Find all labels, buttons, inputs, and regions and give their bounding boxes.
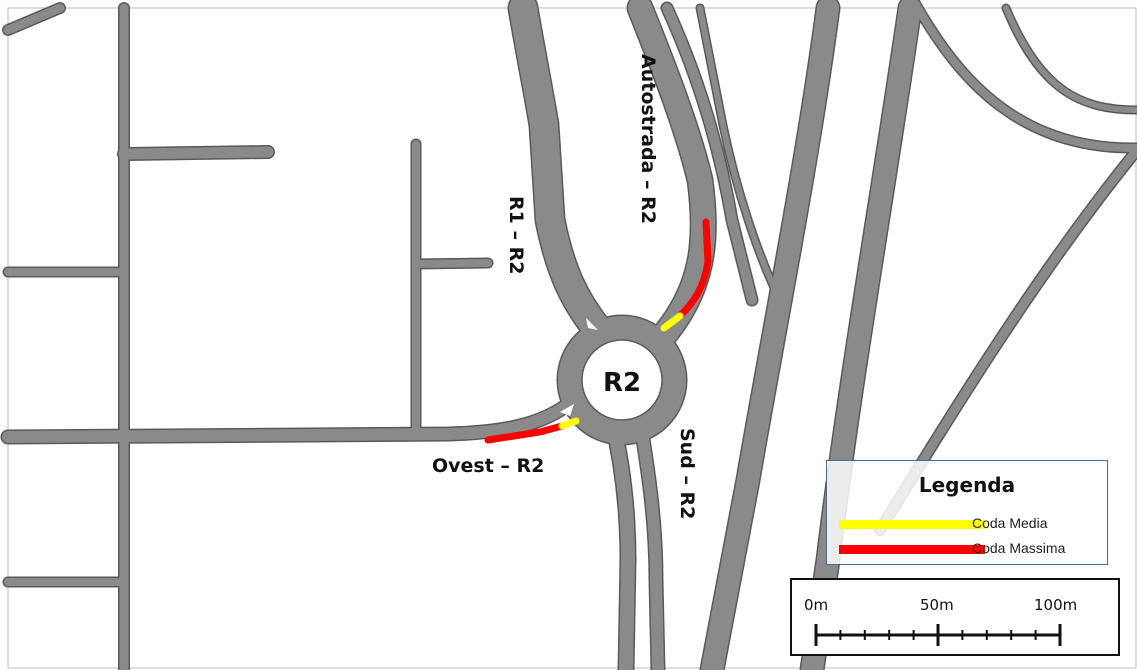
queue-avg-autostrada — [660, 312, 684, 332]
splitter-island-north — [586, 318, 598, 330]
legend-swatch-coda-media — [839, 520, 985, 529]
legend-title: Legenda — [918, 473, 1016, 497]
scale-label-100: 100m — [1034, 596, 1078, 614]
legend-label-coda-media: Coda Media — [972, 515, 1048, 531]
label-ovest-r2: Ovest – R2 — [432, 455, 544, 477]
scale-label-50: 50m — [920, 596, 954, 614]
legend-swatch-coda-massima — [839, 545, 985, 554]
roundabout-label: R2 — [603, 368, 641, 398]
label-sud-r2: Sud – R2 — [676, 428, 698, 519]
legend-label-coda-massima: Coda Massima — [972, 540, 1066, 556]
roundabout-island — [581, 339, 663, 421]
splitter-island-west — [560, 404, 574, 416]
queue-max-ovest — [484, 422, 566, 444]
queue-avg-ovest — [558, 417, 580, 430]
scale-bar-ruler — [814, 624, 1062, 646]
scale-label-0: 0m — [804, 596, 829, 614]
map-legend: Legenda Coda Media Coda Massima — [826, 460, 1108, 565]
scale-bar: 0m 50m 100m — [790, 578, 1120, 656]
label-autostrada-r2: Autostrada – R2 — [637, 54, 659, 224]
label-r1-r2: R1 – R2 — [505, 196, 527, 274]
queue-max-autostrada — [676, 218, 712, 320]
